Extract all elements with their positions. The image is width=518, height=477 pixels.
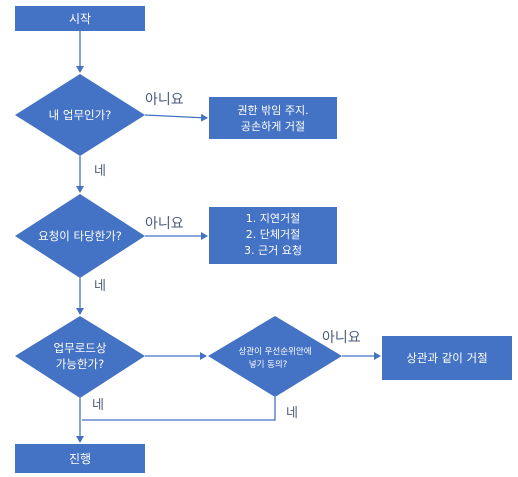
edge-label-d3-yes: 네 [92, 398, 104, 413]
d3-line1: 업무로드상 [54, 341, 107, 355]
end-label: 진행 [69, 451, 91, 466]
decision-d1 [15, 74, 145, 156]
result-node-r4 [382, 336, 512, 380]
r1-line1: 권한 밖임 주지. [237, 104, 308, 117]
decision-d3 [15, 316, 145, 398]
start-node [15, 6, 145, 31]
start-label: 시작 [69, 12, 91, 26]
d1-label: 내 업무인가? [49, 108, 112, 122]
d2-label: 요청이 타당한가? [38, 229, 122, 243]
edge-label-d4-yes: 네 [286, 406, 298, 421]
r2-line2: 2. 단체거절 [246, 228, 300, 241]
r1-line2: 공손하게 거절 [241, 119, 305, 133]
edge-d1-r1 [144, 113, 208, 122]
edge-label-d2-yes: 네 [94, 279, 106, 294]
decision-d4 [208, 316, 342, 397]
end-node [15, 444, 145, 473]
r2-line1: 1. 지연거절 [246, 212, 300, 225]
edge-label-d2-no: 아니요 [145, 216, 184, 232]
result-node-r1 [209, 97, 337, 139]
d4-line1: 상관이 우선순위안에 [238, 346, 311, 357]
result-node-r2 [209, 207, 337, 264]
r2-line3: 3. 근거 요청 [244, 244, 302, 257]
edge-d4-end [82, 397, 276, 421]
d4-line2: 넣기 동의? [249, 359, 288, 370]
d3-line2: 가능한가? [56, 357, 104, 371]
decision-d2 [15, 194, 145, 278]
edge-label-d1-yes: 네 [94, 164, 106, 179]
edge-label-d1-no: 아니요 [145, 92, 184, 108]
edge-label-d4-no: 아니요 [322, 330, 361, 346]
r4-label: 상관과 같이 거절 [406, 351, 487, 365]
